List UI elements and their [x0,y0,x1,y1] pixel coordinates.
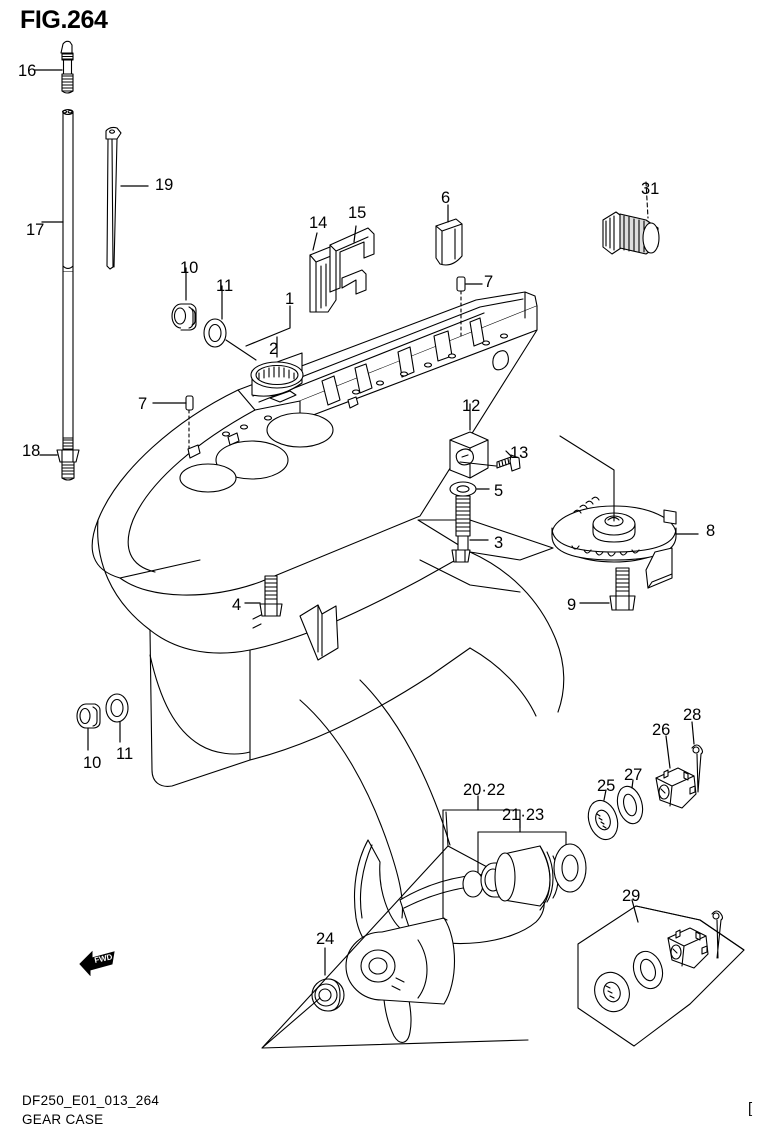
part-13-bolt [459,450,521,472]
part-17-rod [41,109,74,439]
part-9-bolt [579,567,636,611]
part-6-anode [435,204,463,266]
callout-15: 15 [348,204,367,222]
callout-17: 17 [26,221,45,239]
callout-28: 28 [683,706,702,724]
callout-26: 26 [652,721,671,739]
callout-20-22: 20·22 [463,781,506,799]
part-3-bolt [451,495,489,563]
callout-31: 31 [641,180,660,198]
callout-11-upper: 11 [216,277,234,295]
callout-6: 6 [441,189,451,207]
part-28-cotter-pin [691,721,704,793]
callout-18: 18 [22,442,41,460]
part-29-kit [577,899,745,1047]
part-11-upper-bushing [203,285,257,361]
callout-7-right: 7 [484,273,494,291]
callout-1: 1 [285,290,295,308]
part-10-lower-seal [76,703,101,751]
part-19-rod [105,126,149,270]
callout-3: 3 [494,534,504,552]
fwd-label: FWD [94,952,114,965]
footer-figure-name: GEAR CASE [22,1112,104,1127]
callout-5: 5 [494,482,504,500]
callout-25: 25 [597,777,616,795]
callout-8: 8 [706,522,716,540]
callout-12: 12 [462,397,481,415]
part-15-retainer [329,225,375,295]
fwd-direction-marker: FWD [78,946,118,977]
part-2-bushing [250,336,304,397]
part-1-leader [245,305,291,347]
callout-14: 14 [309,214,328,232]
part-25-washer [587,789,619,841]
callout-27: 27 [624,766,643,784]
part-31-fitting [602,181,660,255]
callout-29: 29 [622,887,641,905]
callout-2: 2 [269,340,279,358]
part-12-block [449,403,489,479]
part-7-left-pin [152,395,194,455]
part-4-bolt [244,575,283,617]
callout-21-23: 21·23 [502,806,545,824]
part-7-right-pin [456,276,483,338]
part-16-stud [34,40,74,94]
callout-16: 16 [18,62,37,80]
callout-7-left: 7 [138,395,148,413]
callout-4: 4 [232,596,242,614]
footer-code: DF250_E01_013_264 [22,1093,160,1108]
callout-10-upper: 10 [180,259,199,277]
callout-11-lower: 11 [116,745,134,763]
part-20-23-spacer-assembly [462,843,587,911]
propeller-assembly [261,811,545,1049]
part-8-anode-plate [551,435,699,589]
part-5-washer [449,481,490,497]
figure-title: FIG.264 [20,6,108,34]
corner-bracket-mark: [ [748,1100,753,1117]
part-11-lower-bushing [105,693,129,743]
part-27-washer [616,779,644,825]
part-10-upper-seal [171,267,197,331]
callout-9: 9 [567,596,577,614]
callout-13: 13 [510,444,529,462]
part-18-fitting [39,437,80,481]
part-26-castle-nut [655,735,697,809]
callout-19: 19 [155,176,174,194]
callout-10-lower: 10 [83,754,102,772]
gear-case-housing [91,291,565,919]
callout-24: 24 [316,930,335,948]
